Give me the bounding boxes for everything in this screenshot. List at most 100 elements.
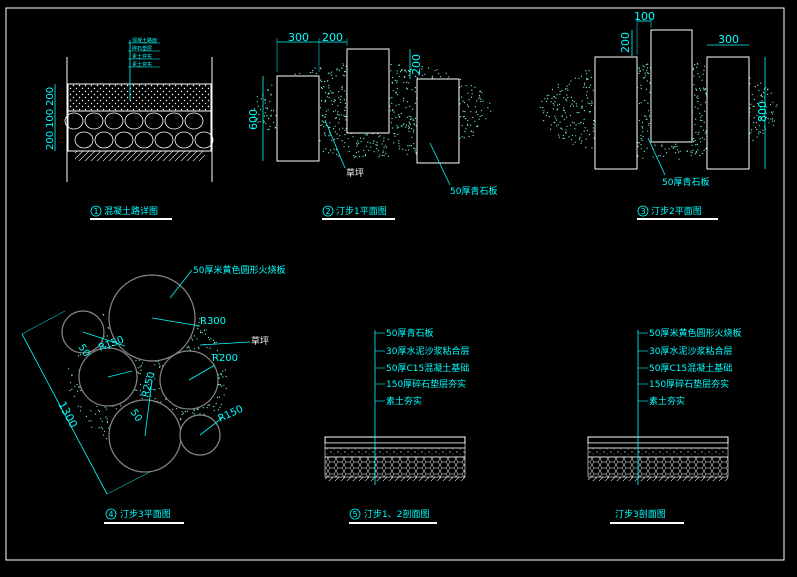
grass-dot: [376, 148, 378, 150]
grass-dot: [593, 137, 595, 139]
grass-dot: [327, 72, 329, 74]
grass-dot: [320, 67, 322, 69]
grass-dot: [767, 89, 769, 91]
grass-dot: [398, 115, 400, 117]
grass-dot: [474, 106, 476, 108]
grass-dot: [464, 118, 467, 120]
grass-dot: [220, 359, 222, 361]
dim-200-side: 200: [410, 54, 423, 75]
grass-dot: [315, 72, 317, 75]
grass-dot: [329, 126, 331, 129]
grass-dot: [644, 77, 646, 79]
grass-dot: [331, 100, 333, 102]
grass-dot: [397, 126, 399, 128]
grass-dot: [396, 88, 398, 90]
cobble: [74, 131, 94, 149]
grass-dot: [438, 72, 440, 75]
grass-dot: [553, 104, 555, 106]
grass-dot: [106, 335, 108, 337]
grass-dot: [470, 84, 472, 87]
grass-dot: [637, 155, 639, 157]
grass-dot: [672, 147, 674, 149]
cobble: [154, 131, 174, 149]
grass-dot: [79, 354, 81, 356]
grass-dot: [319, 107, 321, 109]
grass-dot: [642, 77, 644, 79]
grass-dot: [404, 69, 406, 71]
grass-dot: [558, 103, 561, 105]
stone-slab-3: [416, 78, 460, 164]
grass-dot: [589, 134, 591, 136]
grass-dot: [91, 426, 93, 428]
grass-dot: [78, 355, 80, 357]
grass-dot: [69, 390, 71, 392]
grass-dot: [460, 116, 462, 118]
grass-dot: [154, 378, 156, 380]
grass-dot: [372, 142, 374, 144]
grass-dot: [643, 66, 645, 68]
grass-dot: [97, 409, 100, 411]
grass-dot: [694, 106, 696, 108]
grass-dot: [753, 117, 755, 119]
grass-dot: [477, 113, 479, 116]
grass-dot: [762, 132, 764, 134]
grass-dot: [396, 70, 398, 72]
grass-dot: [136, 389, 138, 391]
grass-dot: [581, 133, 583, 135]
grass-dot: [389, 110, 391, 112]
grass-dot: [376, 141, 378, 143]
grass-dot: [756, 102, 758, 104]
grass-dot: [101, 428, 104, 430]
stone-slab-1: [276, 75, 320, 162]
grass-dot: [408, 126, 410, 128]
grass-dot: [138, 372, 140, 374]
grass-dot: [273, 110, 275, 112]
grass-dot: [398, 75, 400, 77]
grass-dot: [409, 123, 411, 125]
grass-dot: [583, 130, 585, 132]
grass-dot: [466, 123, 469, 125]
grass-dot: [765, 106, 767, 108]
grass-dot: [263, 120, 265, 122]
grass-dot: [464, 131, 466, 133]
grass-dot: [700, 119, 702, 121]
grass-dot: [108, 327, 110, 329]
stone-slab-2: [650, 29, 693, 143]
cobble: [104, 112, 124, 130]
grass-dot: [697, 100, 699, 103]
grass-dot: [579, 137, 581, 139]
grass-dot: [569, 124, 572, 126]
grass-dot: [312, 69, 314, 72]
grass-dot: [395, 116, 397, 118]
cobble: [64, 112, 84, 130]
grass-dot: [90, 410, 92, 412]
grass-dot: [477, 125, 479, 127]
grass-dot: [314, 67, 316, 69]
grass-dot: [342, 127, 344, 129]
grass-dot: [754, 126, 757, 128]
grass-dot: [186, 410, 188, 412]
section-1-layer-5: 素土夯实: [386, 395, 422, 407]
grass-dot: [259, 121, 261, 123]
grass-dot: [325, 124, 327, 127]
grass-dot: [701, 137, 704, 139]
grass-dot: [691, 144, 693, 146]
grass-dot: [668, 148, 670, 150]
grass-dot: [572, 121, 574, 123]
grass-dot: [216, 397, 219, 399]
grass-dot: [392, 76, 394, 79]
grass-dot: [213, 410, 215, 412]
grass-dot: [341, 140, 343, 142]
grass-dot: [383, 137, 385, 139]
grass-dot: [559, 121, 561, 123]
grass-dot: [408, 115, 410, 117]
grass-dot: [405, 126, 407, 128]
grass-dot: [100, 418, 102, 420]
grass-dot: [691, 152, 693, 154]
grass-dot: [159, 365, 161, 367]
grass-dot: [139, 372, 141, 375]
grass-dot: [180, 417, 182, 420]
grass-dot: [698, 131, 700, 133]
grass-dot: [448, 76, 450, 78]
